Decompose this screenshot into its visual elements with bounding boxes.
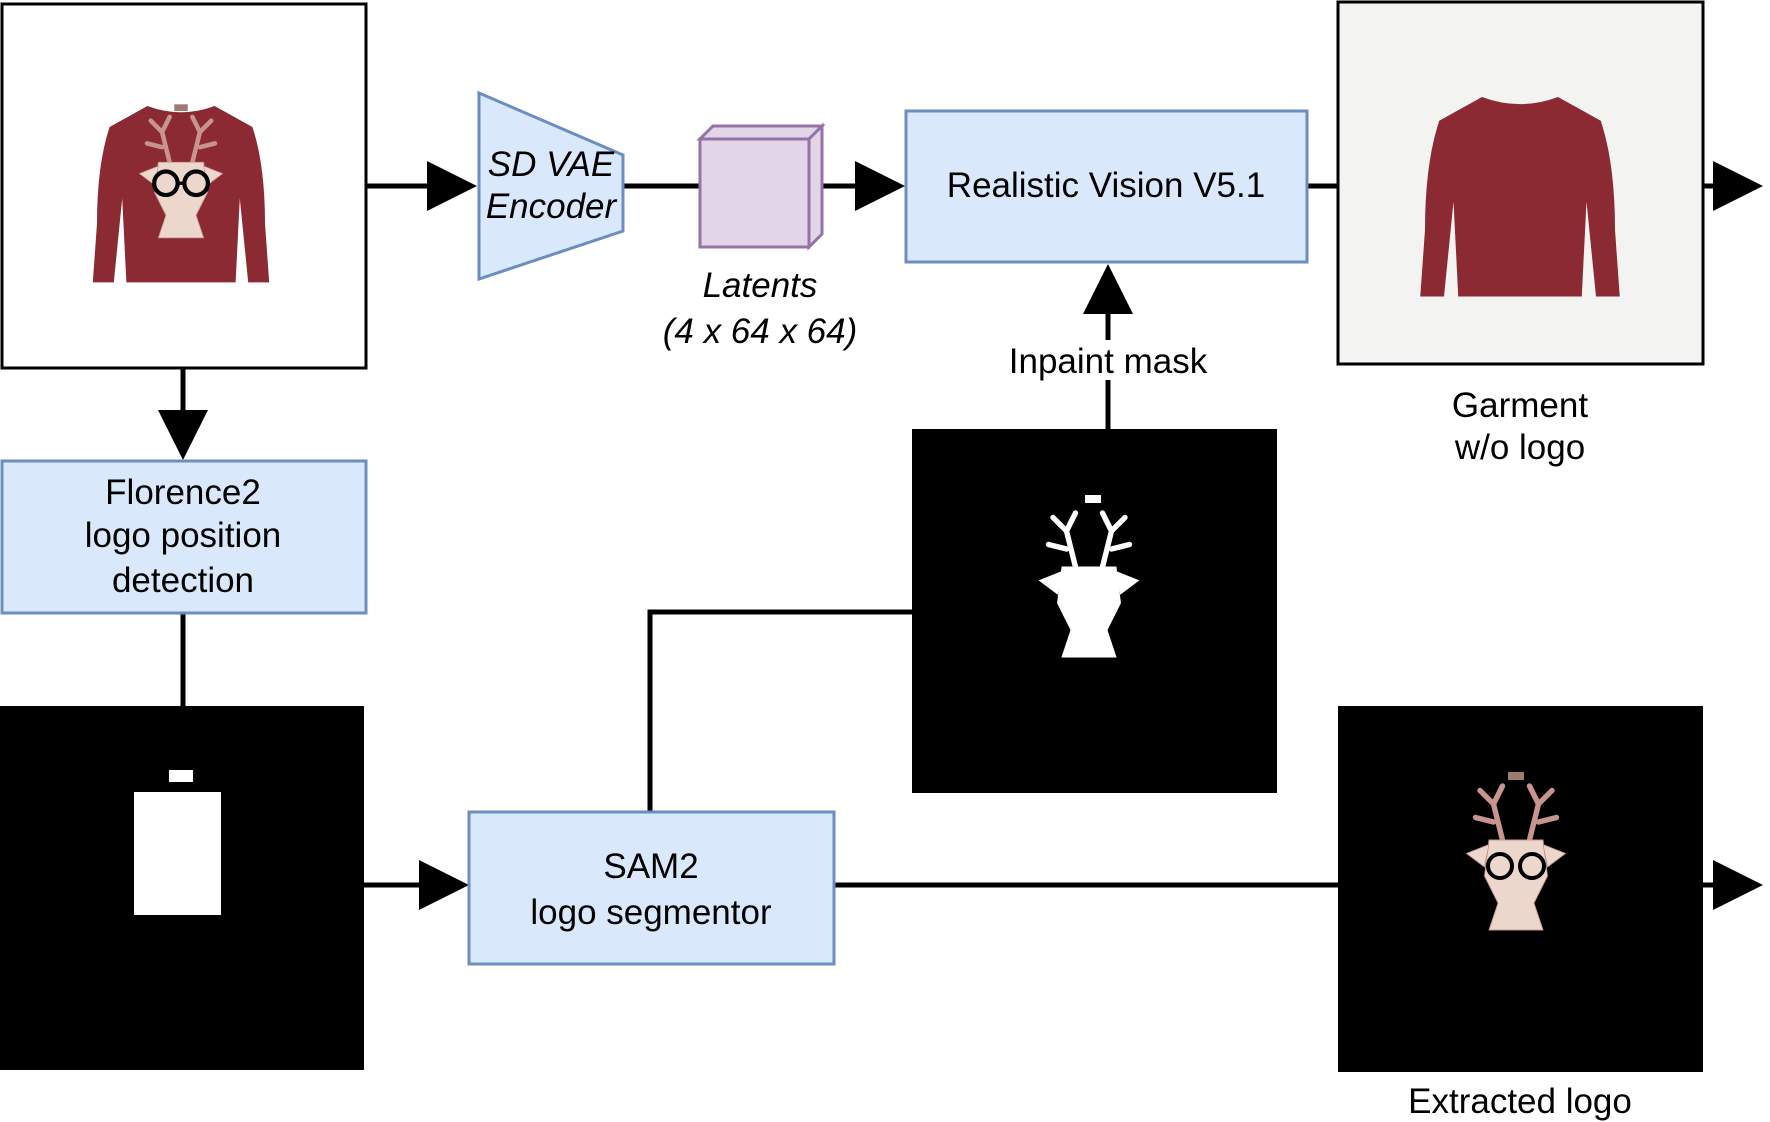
sam-line2: logo segmentor xyxy=(530,893,772,932)
florence-line1: Florence2 xyxy=(105,473,261,512)
sam2-box: SAM2 logo segmentor xyxy=(467,810,836,966)
extracted-logo-image xyxy=(1338,706,1703,1072)
input-image xyxy=(0,2,368,370)
realistic-vision-label: Realistic Vision V5.1 xyxy=(947,166,1265,205)
extracted-logo-label: Extracted logo xyxy=(1408,1082,1632,1121)
inpaint-mask-label: Inpaint mask xyxy=(1009,342,1208,381)
latents-shape: (4 x 64 x 64) xyxy=(663,312,858,351)
garment-output-image xyxy=(1336,0,1705,366)
sam-line1: SAM2 xyxy=(603,847,698,886)
garment-label-line1: Garment xyxy=(1452,386,1588,425)
bbox-mask-image xyxy=(0,706,364,1070)
latents-label: Latents xyxy=(703,266,818,305)
connectors xyxy=(158,161,1763,910)
florence-line3: detection xyxy=(112,561,254,600)
sd-vae-encoder: SD VAE Encoder xyxy=(477,90,625,282)
encoder-line1: SD VAE xyxy=(488,145,615,184)
encoder-line2: Encoder xyxy=(486,187,618,226)
florence2-box: Florence2 logo position detection xyxy=(0,459,368,615)
garment-label-line2: w/o logo xyxy=(1454,428,1585,467)
realistic-vision-box: Realistic Vision V5.1 xyxy=(904,109,1309,264)
logo-mask-image xyxy=(912,429,1277,793)
latents-cube: Latents (4 x 64 x 64) xyxy=(663,122,858,351)
line-sam-to-mask xyxy=(647,609,912,812)
shirt-with-logo-image xyxy=(92,104,270,283)
florence-line2: logo position xyxy=(85,516,282,555)
